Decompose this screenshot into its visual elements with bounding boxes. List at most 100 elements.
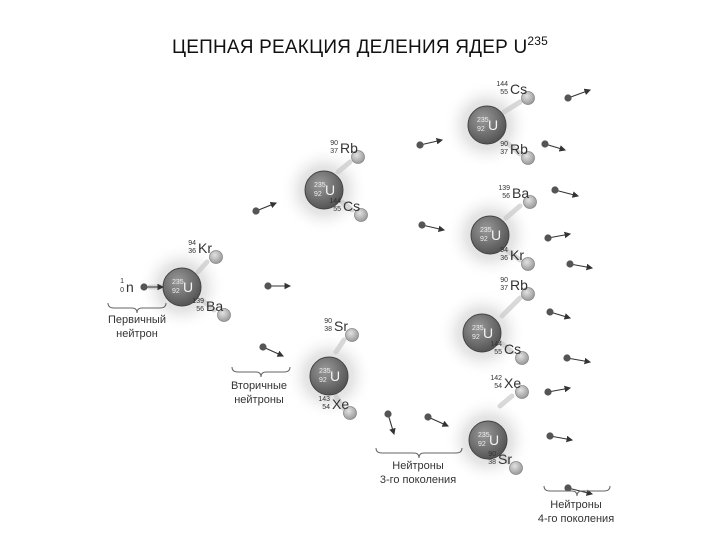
fragment-mass-number: 143: [318, 396, 330, 403]
neutron: [264, 282, 292, 290]
fragment-mass-number: 144: [329, 198, 341, 205]
uranium-nucleus-sphere: [462, 313, 502, 353]
fragment-trail: [339, 199, 355, 213]
neutron-dot: [264, 282, 272, 290]
fragment-symbol: Ba: [512, 185, 529, 201]
label-third-line2: 3-го поколения: [380, 474, 456, 486]
fragment-sphere: [521, 257, 535, 271]
fragment-sphere: [354, 208, 368, 222]
diagram-title: ЦЕПНАЯ РЕАКЦИЯ ДЕЛЕНИЯ ЯДЕР U235: [172, 34, 548, 58]
fragment-symbol: Xe: [504, 375, 521, 391]
fragment-charge-number: 37: [500, 285, 508, 292]
neutron-arrow: [421, 224, 446, 232]
fragment-charge-number: 54: [494, 383, 502, 390]
neutron-dot: [416, 141, 424, 149]
bracket-third: [375, 447, 463, 459]
label-primary-neutron: Первичный нейтрон: [108, 314, 166, 340]
fragment-sphere: [509, 461, 523, 475]
fragment-mass-number: 94: [188, 240, 196, 247]
neutron-dot: [252, 207, 260, 215]
uranium-nucleus-sphere: [467, 105, 507, 145]
fragment-trail: [199, 297, 217, 313]
fragment-mass-number: 142: [490, 375, 502, 382]
bracket-primary: [107, 302, 167, 314]
fragment-mass-number: 90: [488, 451, 496, 458]
fragment-sphere: [343, 406, 357, 420]
uranium-nucleus-sphere: [309, 356, 349, 396]
fragment-trail: [499, 295, 523, 319]
label-fourth-line1: Нейтроны: [550, 499, 602, 511]
fragment-sphere: [209, 250, 223, 264]
label-secondary-line2: нейтроны: [234, 394, 284, 406]
neutron-dot: [564, 484, 572, 492]
uranium-symbol: U: [183, 279, 193, 295]
fragment-mass-number: 144: [490, 341, 502, 348]
neutron-arrow: [262, 346, 285, 357]
label-secondary-line1: Вторичные: [231, 380, 287, 392]
neutron-dot: [564, 94, 572, 102]
uranium-nucleus-sphere: [304, 170, 344, 210]
fragment-sphere: [523, 195, 537, 209]
uranium-symbol: U: [488, 117, 498, 133]
uranium-charge-number: 92: [472, 334, 480, 341]
neutron: [259, 343, 285, 357]
neutron-dot: [418, 221, 426, 229]
uranium-symbol: U: [325, 182, 335, 198]
fragment-sphere: [515, 385, 529, 399]
neutron: [551, 186, 580, 198]
fragment-mass-number: 90: [500, 277, 508, 284]
neutron-arrow: [549, 435, 574, 443]
fragment-sphere: [515, 351, 529, 365]
uranium-mass-number: 235: [478, 432, 490, 439]
uranium-charge-number: 92: [319, 377, 327, 384]
uranium-mass-number: 235: [319, 368, 331, 375]
neutron: [424, 413, 450, 427]
neutron: [416, 138, 444, 149]
fragment-symbol: Xe: [332, 396, 349, 412]
uranium-mass-number: 235: [314, 182, 326, 189]
neutron-dot: [566, 260, 574, 268]
neutron-arrow: [566, 357, 592, 365]
uranium-mass-number: 235: [172, 279, 184, 286]
neutron-arrow: [427, 416, 450, 427]
fragment-charge-number: 37: [330, 148, 338, 155]
trail-layer: [147, 99, 523, 465]
neutron-arrow: [567, 88, 592, 99]
neutron: [563, 354, 592, 365]
label-third-generation: Нейтроны 3-го поколения: [380, 460, 456, 486]
fragment-symbol: Sr: [334, 318, 348, 334]
bracket-layer: [107, 302, 611, 497]
uranium-symbol: U: [489, 432, 499, 448]
fragment-charge-number: 56: [196, 306, 204, 313]
fragment-symbol: Rb: [510, 141, 528, 157]
fragment-sphere: [351, 150, 365, 164]
neutron-charge-number: 0: [120, 287, 124, 294]
neutron: [544, 385, 572, 396]
fragment-charge-number: 36: [500, 255, 508, 262]
neutron: [546, 432, 574, 443]
fragment-trail: [333, 393, 346, 411]
uranium-symbol: U: [483, 325, 493, 341]
neutron-arrow: [554, 189, 580, 198]
fragment-mass-number: 144: [496, 81, 508, 88]
fragment-sphere: [217, 308, 231, 322]
fragment-mass-number: 90: [330, 140, 338, 147]
fragment-symbol: Rb: [510, 277, 528, 293]
label-secondary-neutrons: Вторичные нейтроны: [231, 380, 287, 406]
neutron: [564, 88, 592, 102]
